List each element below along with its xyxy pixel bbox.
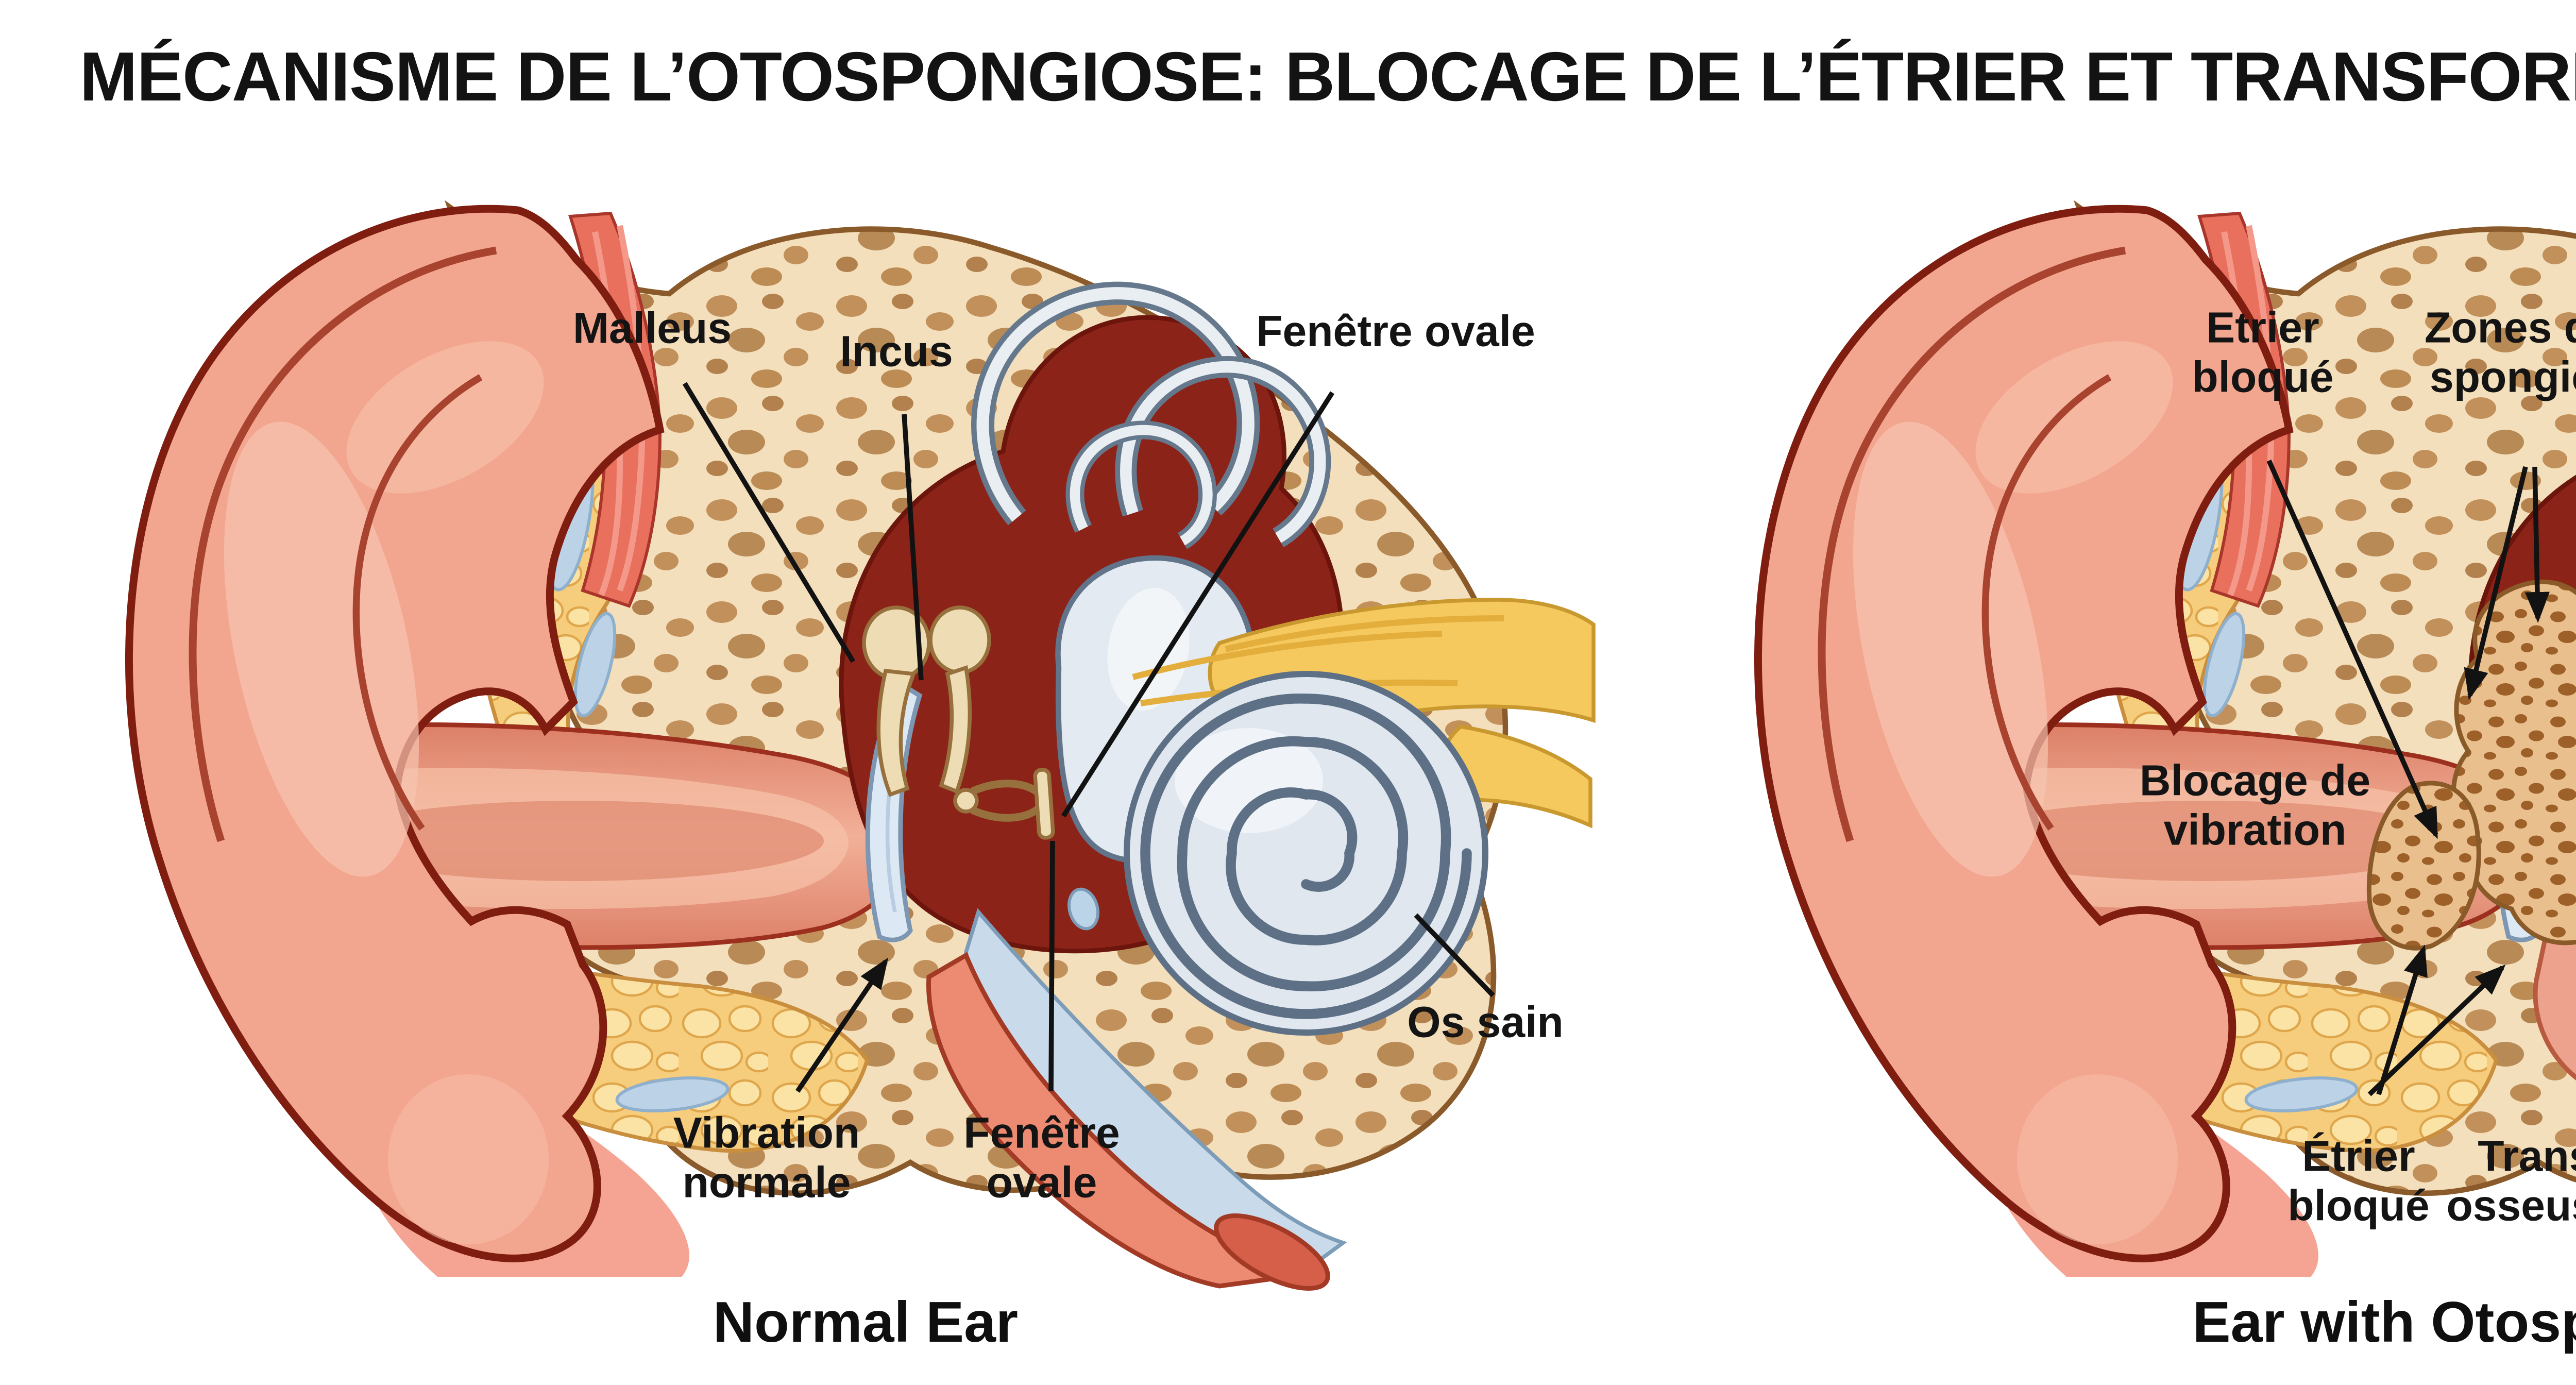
label-etrier-bloque-bottom: Étrier bloqué [2287,1132,2430,1230]
caption-otospongiose-ear: Ear with Otospongiose [2192,1291,2576,1354]
label-os-sain: Os sain [1407,998,1564,1046]
diagram-title: MÉCANISME DE L’OTOSPONGIOSE: BLOCAGE DE … [79,37,2576,116]
label-incus: Incus [840,327,953,376]
label-etrier-bloque-top: Etrier bloqué [2192,303,2334,402]
label-vibration-normale: Vibration normale [673,1109,860,1207]
label-transformation-bottom: Transformation osseuse anormale [2446,1132,2576,1230]
label-blocage-vibration: Blocage de vibration [2139,756,2371,855]
label-fenetre-ovale-bottom: Fenêtre ovale [963,1109,1120,1207]
label-zones-os-spongieux: Zones d'os spongieux [2424,303,2576,402]
label-malleus: Malleus [572,304,732,352]
caption-normal-ear: Normal Ear [713,1291,1019,1354]
label-fenetre-ovale-top: Fenêtre ovale [1256,307,1535,356]
